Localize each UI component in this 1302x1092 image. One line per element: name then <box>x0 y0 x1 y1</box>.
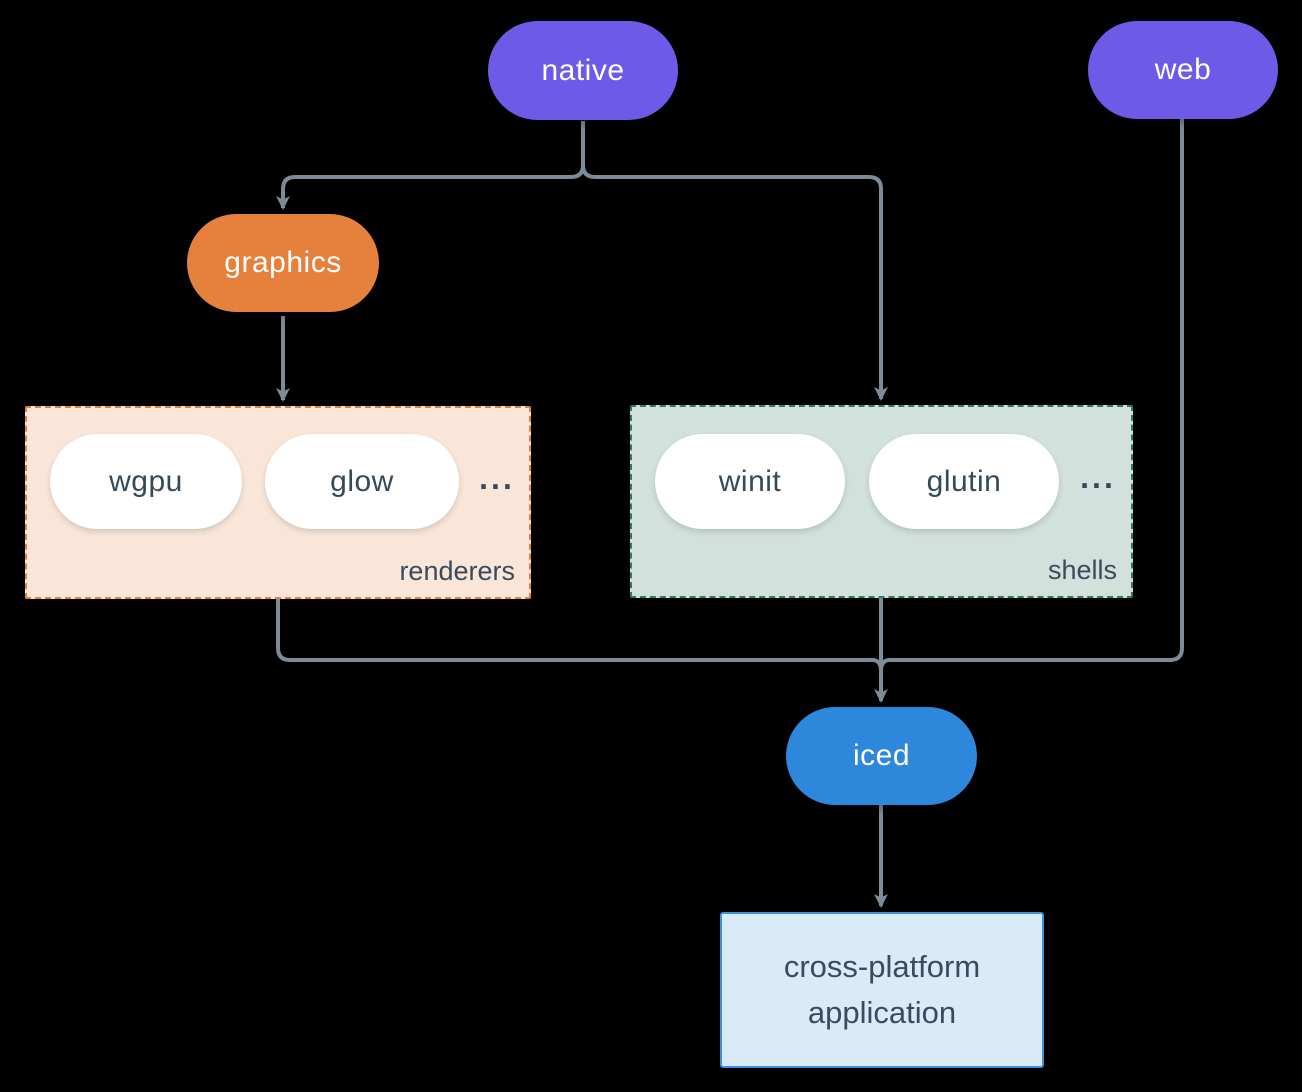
node-graphics: graphics <box>187 214 379 312</box>
node-glow-label: glow <box>330 464 394 498</box>
node-application: cross-platform application <box>720 912 1044 1068</box>
edge-renderers-iced <box>276 599 883 672</box>
renderers-ellipsis: ... <box>479 460 515 496</box>
node-wgpu: wgpu <box>50 434 242 529</box>
group-renderers-label: renderers <box>399 556 515 586</box>
group-shells: winit glutin ... shells <box>630 405 1133 598</box>
node-web: web <box>1088 21 1278 119</box>
node-winit: winit <box>655 434 845 529</box>
node-application-label-line1: cross-platform <box>783 949 981 985</box>
group-renderers: wgpu glow ... renderers <box>25 406 531 599</box>
node-glow: glow <box>265 434 459 529</box>
shells-ellipsis: ... <box>1080 459 1116 495</box>
edge-native-shells <box>581 121 888 401</box>
node-web-label: web <box>1154 53 1212 86</box>
node-glutin: glutin <box>869 434 1059 529</box>
node-iced-label: iced <box>852 739 911 772</box>
node-wgpu-label: wgpu <box>109 464 183 498</box>
group-shells-label: shells <box>1047 555 1117 585</box>
edge-native-graphics <box>276 121 585 210</box>
node-native: native <box>488 21 678 120</box>
node-native-label: native <box>541 53 625 87</box>
node-graphics-label: graphics <box>224 246 342 279</box>
node-glutin-label: glutin <box>926 464 1002 498</box>
node-application-label-line2: application <box>807 995 957 1030</box>
node-iced: iced <box>786 707 977 805</box>
node-winit-label: winit <box>718 464 782 498</box>
